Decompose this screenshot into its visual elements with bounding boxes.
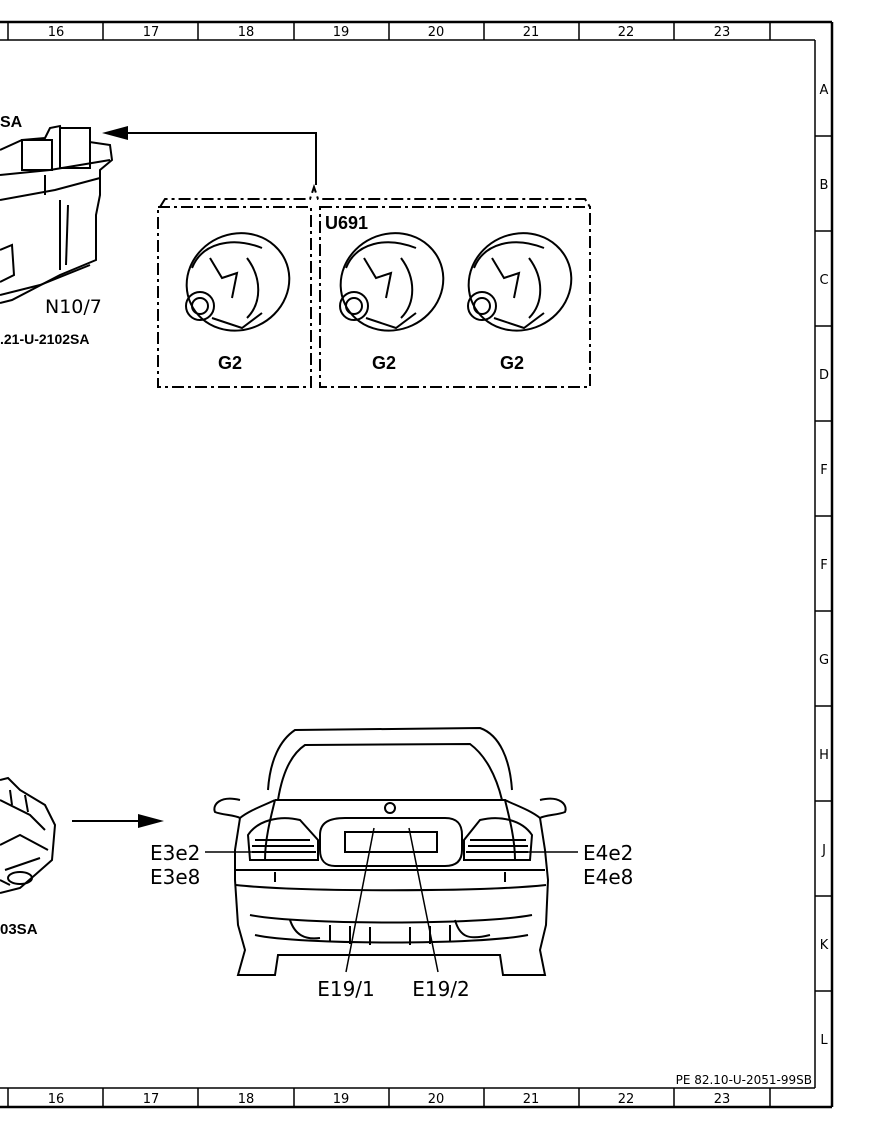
row-label: B: [820, 178, 829, 193]
upper-module-drawing: [0, 124, 114, 304]
col-label: 23: [714, 1092, 731, 1107]
upper-arrow: [125, 132, 317, 185]
bulb-3: [467, 232, 573, 332]
row-label: K: [820, 938, 829, 953]
col-label: 16: [48, 25, 65, 40]
upper-module-doc-ref: .21-U-2102SA: [0, 331, 90, 347]
tail-lamp-left-label: E3e2: [150, 841, 200, 865]
col-label: 23: [714, 25, 731, 40]
tail-lamp-right-label: E4e2: [583, 841, 633, 865]
row-label: J: [821, 843, 826, 858]
row-labels: A B C D F F G H J K L: [819, 83, 829, 1048]
lower-module-drawing: [0, 776, 57, 894]
col-label: 17: [143, 1092, 160, 1107]
bulb-2: [339, 232, 445, 332]
col-label: 21: [523, 1092, 540, 1107]
upper-module-partial-label: SA: [0, 114, 23, 131]
col-label: 19: [333, 1092, 350, 1107]
tail-lamp-right-label: E4e8: [583, 865, 633, 889]
column-labels-bottom: 16 17 18 19 20 21 22 23: [48, 1092, 731, 1107]
lower-arrow-head: [138, 814, 164, 828]
bulb-label: G2: [500, 353, 524, 373]
column-labels-top: 16 17 18 19 20 21 22 23: [48, 25, 731, 40]
col-label: 18: [238, 25, 255, 40]
col-label: 20: [428, 25, 445, 40]
bulb-1: [185, 232, 291, 332]
col-label: 17: [143, 25, 160, 40]
row-label: A: [820, 83, 829, 98]
leader-lines: [205, 827, 578, 973]
plate-lamp-label: E19/1: [317, 977, 375, 1001]
row-label: F: [820, 463, 827, 478]
upper-arrow-head: [102, 126, 128, 140]
drawing-frame: [0, 20, 834, 1109]
row-label: L: [820, 1033, 828, 1048]
variant-label: U691: [325, 213, 368, 233]
car-rear-view: [213, 726, 567, 976]
row-label: F: [820, 558, 827, 573]
row-label: D: [819, 368, 829, 383]
bulb-label: G2: [218, 353, 242, 373]
col-label: 22: [618, 1092, 635, 1107]
row-label: C: [819, 273, 828, 288]
upper-module-name: N10/7: [45, 296, 102, 318]
lower-module-doc-ref: 03SA: [0, 921, 38, 938]
drawing-id: PE 82.10-U-2051-99SB: [676, 1073, 812, 1087]
tail-lamp-left-label: E3e8: [150, 865, 200, 889]
bulb-label: G2: [372, 353, 396, 373]
col-label: 18: [238, 1092, 255, 1107]
col-label: 21: [523, 25, 540, 40]
col-label: 19: [333, 25, 350, 40]
col-label: 16: [48, 1092, 65, 1107]
row-label: G: [819, 653, 829, 668]
col-label: 22: [618, 25, 635, 40]
group-box: [157, 183, 591, 388]
col-label: 20: [428, 1092, 445, 1107]
row-label: H: [819, 748, 829, 763]
plate-lamp-label: E19/2: [412, 977, 470, 1001]
